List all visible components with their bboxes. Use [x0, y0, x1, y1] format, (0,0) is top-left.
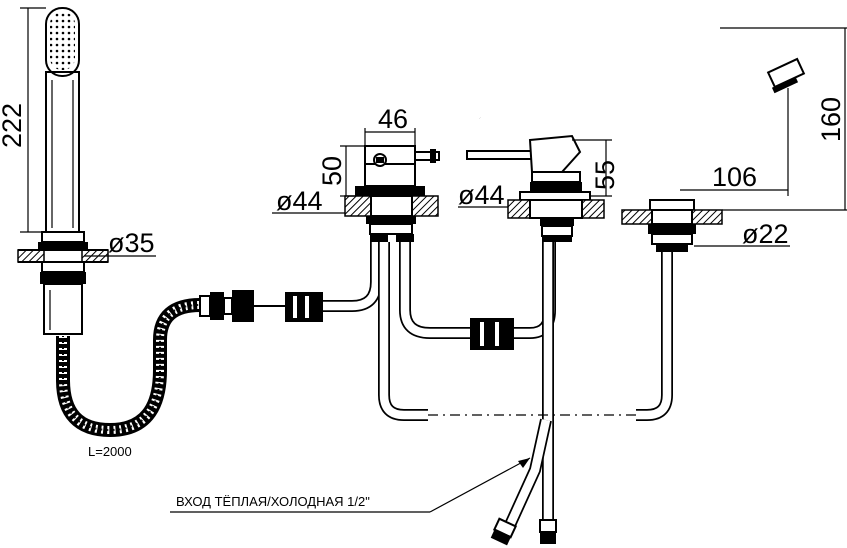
dim-50: 50 — [317, 156, 347, 186]
dim-35: ø35 — [108, 228, 155, 258]
dim-22: ø22 — [742, 219, 789, 249]
dim-222: 222 — [0, 103, 27, 148]
inlet-note: ВХОД ТЁПЛАЯ/ХОЛОДНАЯ 1/2" — [176, 494, 370, 509]
dim-55: 55 — [590, 160, 620, 190]
spout — [621, 23, 806, 252]
dim-106: 106 — [712, 162, 757, 192]
hand-shower — [17, 7, 109, 335]
dim-46: 46 — [378, 104, 408, 134]
mixer-valve — [466, 113, 605, 242]
dim-hose-length: L=2000 — [88, 444, 132, 459]
dim-44-center: ø44 — [458, 180, 505, 210]
supply-pipes — [378, 242, 673, 546]
dim-160: 160 — [816, 97, 846, 142]
diverter-valve — [344, 145, 440, 242]
shower-hose — [56, 238, 382, 438]
dim-44-left: ø44 — [276, 186, 323, 216]
dimension-lines — [20, 7, 847, 513]
